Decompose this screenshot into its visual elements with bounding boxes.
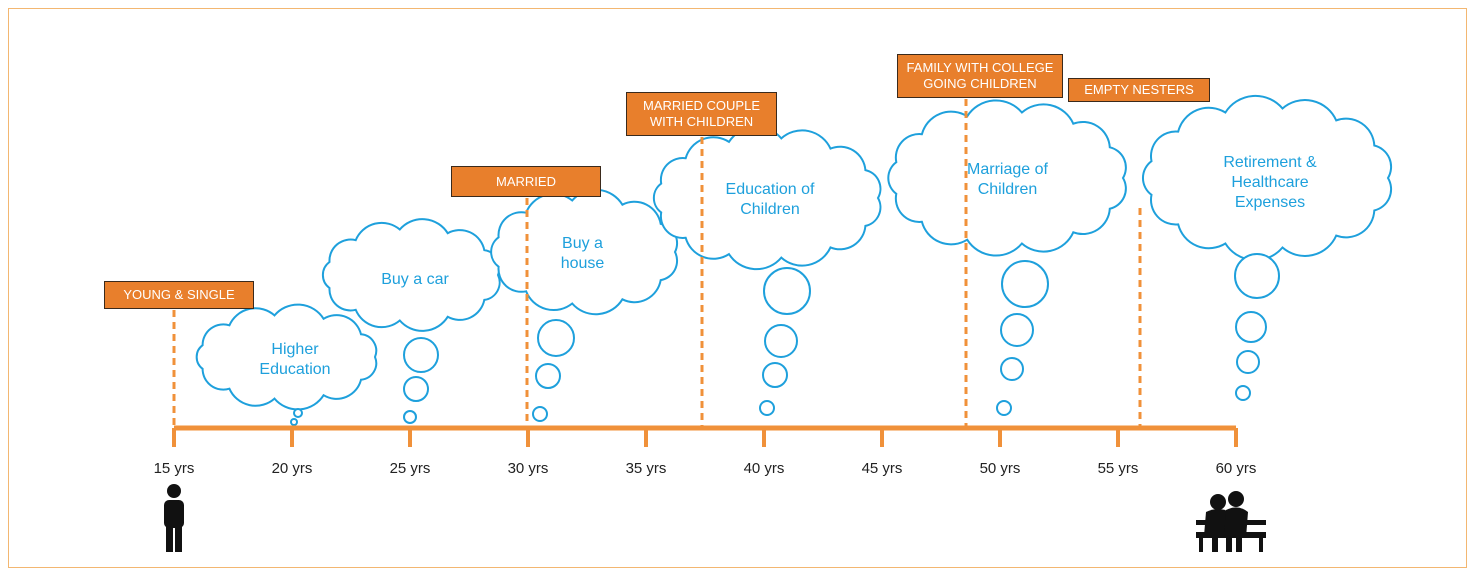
tick-label-55: 55 yrs (1097, 460, 1139, 477)
thought-bubble (1234, 253, 1280, 299)
thought-bubble (290, 418, 298, 426)
thought-bubble (403, 337, 439, 373)
life-stage-diagram (164, 94, 1393, 552)
goal-cloud (887, 99, 1127, 257)
tick-label-30: 30 yrs (507, 460, 549, 477)
thought-bubble (762, 362, 788, 388)
thought-bubble (763, 267, 811, 315)
timeline-ticks (172, 428, 1238, 447)
tick-label-35: 35 yrs (625, 460, 667, 477)
goal-buy-car: Buy a car (381, 271, 449, 288)
thought-bubble (1000, 357, 1024, 381)
tick-label-15: 15 yrs (153, 460, 195, 477)
thought-bubble (403, 410, 417, 424)
goal-clouds (195, 94, 1393, 411)
goal-education-children: Education of Children (725, 181, 815, 218)
thought-bubble (764, 324, 798, 358)
thought-bubble (403, 376, 429, 402)
thought-bubble (1001, 260, 1049, 308)
thought-bubbles (290, 253, 1280, 426)
goal-retirement-healthcare: Retirement & Healthcare Expenses (1223, 154, 1317, 211)
thought-bubble (1235, 385, 1251, 401)
stage-label-college-children: FAMILY WITH COLLEGE GOING CHILDREN (897, 54, 1063, 98)
goal-cloud (490, 188, 678, 316)
thought-bubble (293, 408, 303, 418)
goal-cloud (1142, 94, 1393, 262)
tick-label-45: 45 yrs (861, 460, 903, 477)
tick-label-25: 25 yrs (389, 460, 431, 477)
tick-label-20: 20 yrs (271, 460, 313, 477)
tick-label-40: 40 yrs (743, 460, 785, 477)
stage-label-married-with-children: MARRIED COUPLE WITH CHILDREN (626, 92, 777, 136)
thought-bubble (535, 363, 561, 389)
goal-marriage-children: Marriage of Children (967, 161, 1048, 198)
thought-bubble (759, 400, 775, 416)
goal-cloud (321, 218, 501, 332)
tick-label-60: 60 yrs (1215, 460, 1257, 477)
goal-cloud (195, 303, 378, 411)
stage-label-young-single: YOUNG & SINGLE (104, 281, 254, 309)
goal-buy-house: Buy a house (560, 235, 605, 272)
thought-bubble (1000, 313, 1034, 347)
standing-person-icon (164, 484, 184, 552)
thought-bubble (1236, 350, 1260, 374)
couple-on-bench-icon (1196, 491, 1266, 552)
thought-bubble (532, 406, 548, 422)
goal-cloud (652, 125, 882, 271)
tick-label-50: 50 yrs (979, 460, 1021, 477)
stage-label-empty-nesters: EMPTY NESTERS (1068, 78, 1210, 102)
goal-higher-education: Higher Education (259, 341, 331, 378)
thought-bubble (537, 319, 575, 357)
thought-bubble (1235, 311, 1267, 343)
stage-markers (172, 99, 1142, 428)
thought-bubble (996, 400, 1012, 416)
stage-label-married: MARRIED (451, 166, 601, 197)
